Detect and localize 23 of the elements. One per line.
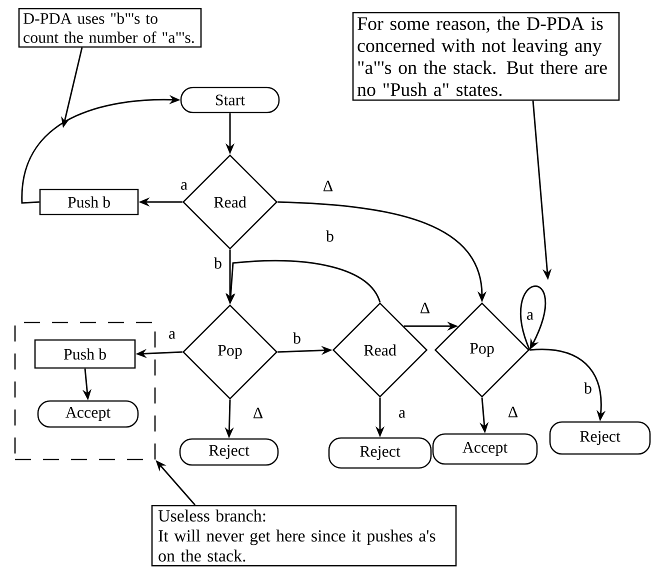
terminal-box: Accept [37, 400, 139, 428]
terminal-box: Reject [328, 437, 432, 469]
edge-label: a [397, 409, 407, 419]
edge-label: b [325, 229, 335, 243]
edge-label: b [583, 381, 593, 395]
terminal-box: Accept [432, 433, 538, 465]
note-box: For some reason, the D-PDA is concerned with not leaving any "a"'s on the stack. But there are no "Push a" states. [352, 12, 620, 101]
note-box: D-PDA uses "b"'s to count the number of "a"'s. [18, 8, 202, 48]
arrow [520, 286, 546, 350]
note-box: Useless branch: It will never get here since it pushes a's on the stack. [151, 505, 457, 566]
dashed-group-box [14, 322, 156, 460]
edge-label: Δ [322, 180, 334, 192]
terminal-box: Reject [179, 438, 279, 466]
process-box: Push b [34, 339, 136, 369]
terminal-box: Start [180, 86, 280, 114]
edge-label: b [213, 256, 223, 270]
edge-label: a [179, 181, 189, 191]
edge-label: b [292, 331, 302, 345]
edge-label: Δ [252, 406, 264, 420]
edge-label: a [167, 330, 177, 340]
edge-label: Δ [506, 406, 520, 418]
terminal-box: Reject [549, 421, 651, 455]
process-box: Push b [39, 188, 139, 216]
